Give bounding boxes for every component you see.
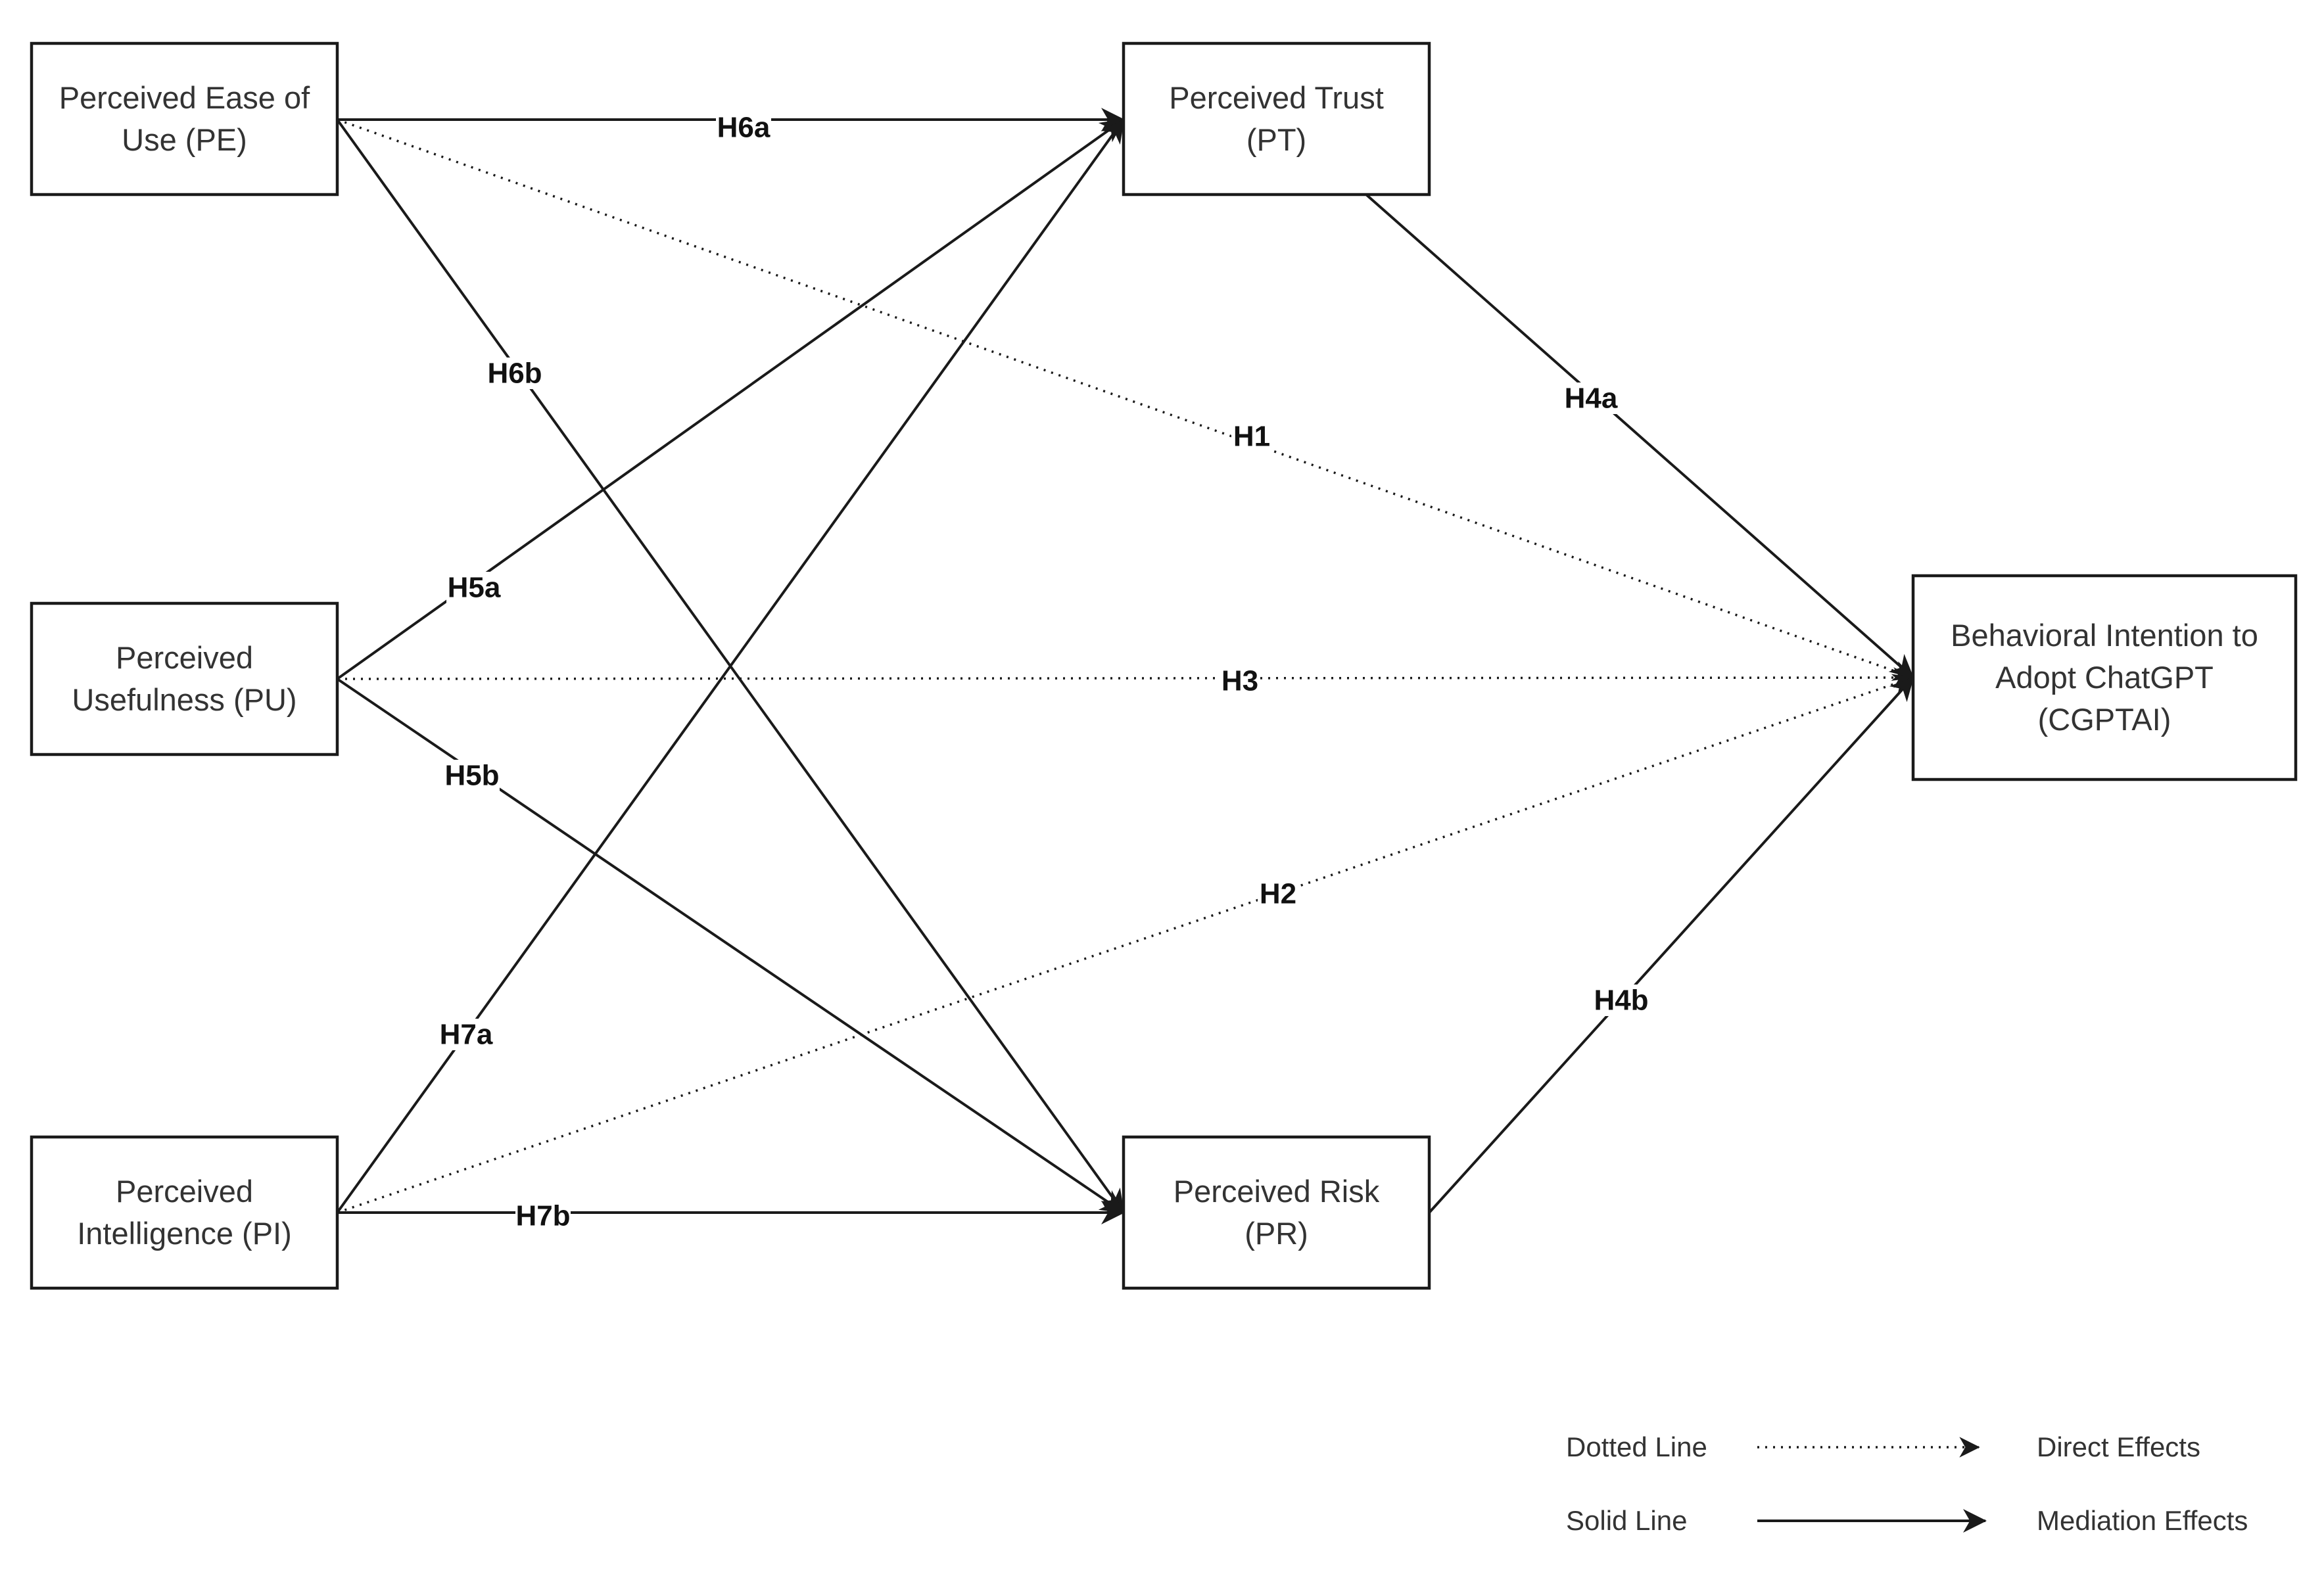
edge-label-h5a: H5a <box>446 572 502 604</box>
node-label-line: Perceived Ease of <box>59 80 310 115</box>
edge-label-text: H6b <box>487 358 542 390</box>
edge-label-h6a: H6a <box>716 112 771 144</box>
edge-label-h6b: H6b <box>487 358 542 390</box>
node-label-line: Use (PE) <box>122 122 247 157</box>
edge-label-h7a: H7a <box>439 1019 494 1051</box>
edge-label-text: H4b <box>1594 985 1648 1017</box>
edge-label-text: H5b <box>444 760 499 792</box>
edge-h3-pu-to-cgptai <box>337 667 1914 688</box>
edge-label-text: H7b <box>515 1200 570 1232</box>
edge-label-h2: H2 <box>1258 878 1298 910</box>
node-cgptai: Behavioral Intention to Adopt ChatGPT (CGP… <box>1911 574 2298 781</box>
edge-label-background <box>444 760 500 791</box>
node-label-line: Perceived <box>116 1174 253 1209</box>
edge-label-text: H1 <box>1233 421 1270 453</box>
edge-label-background <box>1563 383 1619 414</box>
legend-meaning: Direct Effects <box>2037 1431 2200 1462</box>
edge-label-background <box>1220 665 1260 697</box>
edge-label-background <box>1258 878 1298 910</box>
edge-label-background <box>446 572 502 603</box>
edge-label-h7b: H7b <box>515 1200 571 1232</box>
node-box <box>1122 1135 1431 1290</box>
edge-label-text: H6a <box>717 112 771 144</box>
edge-label-h3: H3 <box>1220 665 1260 697</box>
legend-line-label: Dotted Line <box>1566 1431 1707 1462</box>
edge-label-text: H2 <box>1260 878 1296 910</box>
edge-label-text: H5a <box>448 572 501 604</box>
edge-label-background <box>515 1200 571 1232</box>
edge-label-background <box>1231 421 1272 452</box>
node-label-line: Perceived Risk <box>1174 1174 1380 1209</box>
node-box <box>1122 41 1431 197</box>
edge-label-h1: H1 <box>1231 421 1272 453</box>
edge-label-h4b: H4b <box>1594 985 1649 1017</box>
node-label-line: Perceived <box>116 640 253 675</box>
node-box <box>1911 574 2298 781</box>
legend-row-solid: Solid Line Mediation Effects <box>1566 1505 2248 1536</box>
node-label-line: Perceived Trust <box>1169 80 1384 115</box>
edge-label-background <box>1594 985 1649 1016</box>
node-label-line: (PR) <box>1245 1216 1308 1251</box>
node-label-line: Usefulness (PU) <box>72 682 296 717</box>
edge-label-h4a: H4a <box>1563 383 1619 415</box>
node-label-line: Intelligence (PI) <box>77 1216 292 1251</box>
node-pe: Perceived Ease of Use (PE) <box>30 41 339 197</box>
legend-meaning: Mediation Effects <box>2037 1505 2248 1536</box>
node-label-line: Behavioral Intention to <box>1951 618 2258 653</box>
edge-label-text: H4a <box>1565 383 1618 415</box>
legend-row-dotted: Dotted Line Direct Effects <box>1566 1431 2200 1462</box>
edge-h4a-pt-to-cgptai <box>1365 193 1914 679</box>
node-label-line: (PT) <box>1246 122 1306 157</box>
node-label-line: Adopt ChatGPT <box>1995 660 2214 695</box>
node-box <box>30 1135 339 1290</box>
edge-label-background <box>487 358 542 389</box>
edge-label-text: H7a <box>440 1019 493 1051</box>
node-box <box>30 601 339 756</box>
node-label-line: (CGPTAI) <box>2038 702 2171 737</box>
edge-h1-pe-to-cgptai <box>337 118 1914 681</box>
edge-label-h5b: H5b <box>444 760 500 792</box>
edge-h2-pi-to-cgptai <box>337 674 1914 1214</box>
legend-line-label: Solid Line <box>1566 1505 1687 1536</box>
edge-h4b-pr-to-cgptai <box>1428 676 1914 1214</box>
edge-label-text: H3 <box>1221 665 1258 697</box>
node-pt: Perceived Trust (PT) <box>1122 41 1431 197</box>
edge-label-background <box>716 112 771 143</box>
edge-label-background <box>439 1019 494 1050</box>
edges-layer <box>336 108 1914 1224</box>
node-pr: Perceived Risk (PR) <box>1122 1135 1431 1290</box>
node-box <box>30 41 339 197</box>
